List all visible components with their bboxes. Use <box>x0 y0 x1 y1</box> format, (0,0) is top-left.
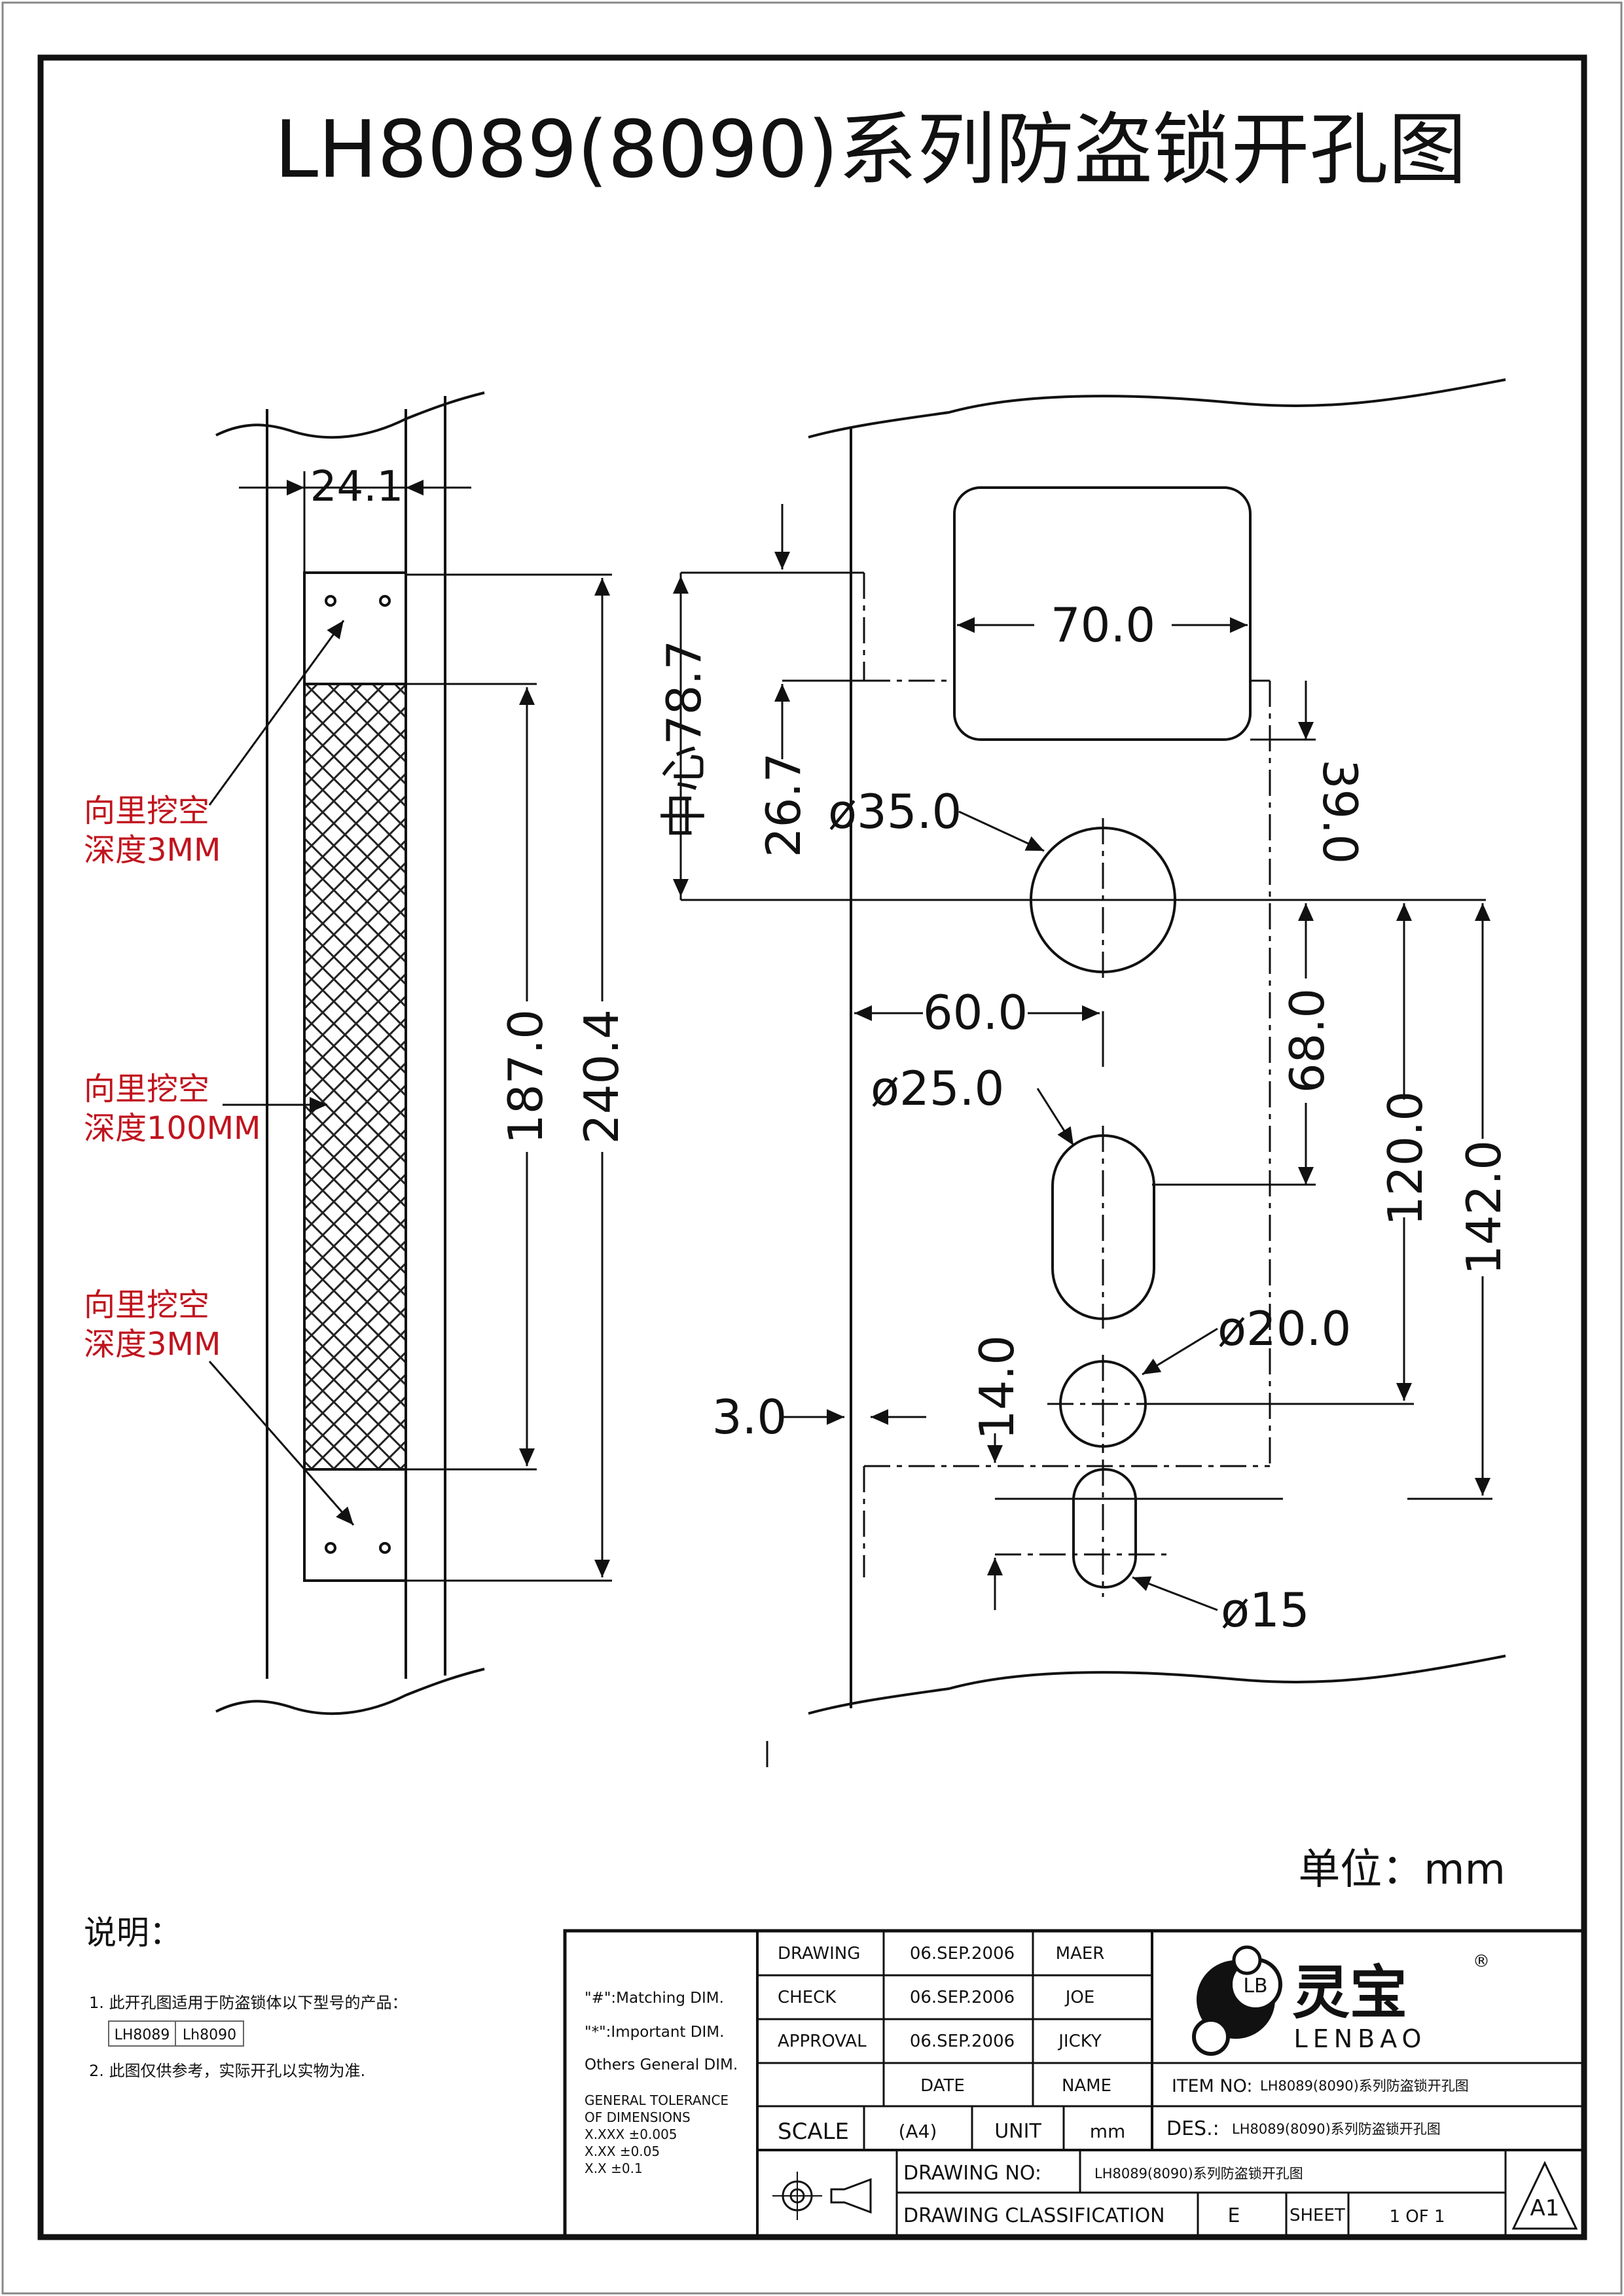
drawing-no-value: LH8089(8090)系列防盗锁开孔图 <box>1094 2166 1303 2181</box>
tolerance-4: X.XX ±0.05 <box>585 2144 660 2159</box>
sheet-label: SHEET <box>1290 2206 1345 2225</box>
name-header: NAME <box>1062 2076 1111 2096</box>
des-label: DES.: <box>1166 2117 1219 2140</box>
tolerance-2: OF DIMENSIONS <box>585 2109 691 2125</box>
row-drawing-date: 06.SEP.2006 <box>910 1944 1015 1964</box>
explanation-heading: 说明： <box>84 1914 182 1952</box>
red-notes: 向里挖空 深度3MM 向里挖空 深度100MM 向里挖空 深度3MM <box>84 793 261 1363</box>
unit-value-tb: mm <box>1090 2121 1126 2142</box>
des-value: LH8089(8090)系列防盗锁开孔图 <box>1232 2121 1441 2137</box>
dim-24-1: 24.1 <box>310 463 404 511</box>
dim-70: 70.0 <box>1051 598 1155 653</box>
model-1: LH8089 <box>115 2027 170 2043</box>
drawing-no-label: DRAWING NO: <box>903 2162 1041 2185</box>
revision: A1 <box>1530 2195 1560 2221</box>
row-approval-date: 06.SEP.2006 <box>910 2032 1015 2051</box>
dim-dia-20: ø20.0 <box>1218 1301 1351 1356</box>
main-frame <box>37 54 1587 2240</box>
unit-label-tb: UNIT <box>994 2120 1041 2143</box>
row-drawing-name: MAER <box>1056 1944 1105 1964</box>
important-dim: "*":Important DIM. <box>585 2024 724 2041</box>
note-bot-line1: 向里挖空 <box>84 1287 209 1323</box>
dim-39: 39.0 <box>1312 759 1367 864</box>
row-approval-label: APPROVAL <box>778 2032 867 2051</box>
others-dim: Others General DIM. <box>585 2056 738 2073</box>
title-block <box>563 1929 1585 2239</box>
page-title: LH8089(8090)系列防盗锁开孔图 <box>274 105 1467 196</box>
item-no-value: LH8089(8090)系列防盗锁开孔图 <box>1260 2078 1469 2094</box>
unit-label: 单位：mm <box>1298 1846 1506 1894</box>
registered-mark: ® <box>1473 1952 1490 1971</box>
note-bot-line2: 深度3MM <box>84 1326 221 1363</box>
row-drawing-label: DRAWING <box>778 1944 860 1964</box>
dim-60: 60.0 <box>923 985 1028 1040</box>
note-leaders <box>208 620 355 1526</box>
logo-en: LENBAO <box>1294 2024 1427 2053</box>
scale-label: SCALE <box>778 2119 849 2145</box>
date-header: DATE <box>920 2076 965 2096</box>
crosshatch-pocket <box>303 683 407 1471</box>
dim-dia-15: ø15 <box>1221 1583 1310 1638</box>
row-check-name: JOE <box>1064 1988 1095 2007</box>
dim-240-4: 240.4 <box>574 1009 629 1144</box>
matching-dim: "#":Matching DIM. <box>585 1990 724 2007</box>
dim-187: 187.0 <box>498 1009 553 1144</box>
explanation-item1: 1. 此开孔图适用于防盗锁体以下型号的产品： <box>89 1994 408 2012</box>
note-top-line1: 向里挖空 <box>84 793 209 829</box>
model-2: Lh8090 <box>183 2027 236 2043</box>
dim-14: 14.0 <box>969 1335 1024 1440</box>
center-lines <box>863 573 1271 1597</box>
row-approval-name: JICKY <box>1057 2032 1102 2051</box>
scale-value: (A4) <box>899 2121 937 2142</box>
logo-cn: 灵宝 <box>1292 1959 1407 2026</box>
dim-dia-25: ø25.0 <box>871 1061 1004 1116</box>
right-dim-labels: 70.0 中心78.7 26.7 ø35.0 39.0 60.0 ø25.0 6… <box>657 598 1511 1638</box>
classification-value: E <box>1228 2204 1240 2227</box>
dim-68: 68.0 <box>1280 988 1335 1093</box>
dim-120: 120.0 <box>1378 1091 1433 1226</box>
dim-26-7: 26.7 <box>756 753 811 857</box>
sheet-value: 1 OF 1 <box>1389 2207 1445 2227</box>
note-top-line2: 深度3MM <box>84 832 221 869</box>
tolerance-3: X.XXX ±0.005 <box>585 2126 677 2142</box>
row-check-label: CHECK <box>778 1988 837 2007</box>
item-no-label: ITEM NO: <box>1172 2076 1252 2096</box>
tolerance-1: GENERAL TOLERANCE <box>585 2092 729 2108</box>
lenbao-logo: LB 灵宝 LENBAO ® <box>1192 1945 1490 2056</box>
note-mid-line1: 向里挖空 <box>84 1071 209 1107</box>
right-face-view <box>808 378 1506 1715</box>
logo-mark: LB <box>1243 1975 1267 1998</box>
tolerance-5: X.X ±0.1 <box>585 2161 643 2176</box>
dim-3: 3.0 <box>712 1390 787 1444</box>
dim-142: 142.0 <box>1456 1140 1511 1275</box>
title-block-text: "#":Matching DIM. "*":Important DIM. Oth… <box>585 1944 1559 2227</box>
dimension-lines-left <box>239 471 612 1582</box>
row-check-date: 06.SEP.2006 <box>910 1988 1015 2007</box>
note-mid-line2: 深度100MM <box>84 1110 261 1147</box>
explanation-item2: 2. 此图仅供参考，实际开孔以实物为准. <box>89 2062 365 2080</box>
dimension-lines-right <box>673 504 1492 1767</box>
dim-dia-35: ø35.0 <box>828 784 962 839</box>
classification-label: DRAWING CLASSIFICATION <box>903 2204 1165 2227</box>
dim-78-7: 中心78.7 <box>657 640 712 839</box>
